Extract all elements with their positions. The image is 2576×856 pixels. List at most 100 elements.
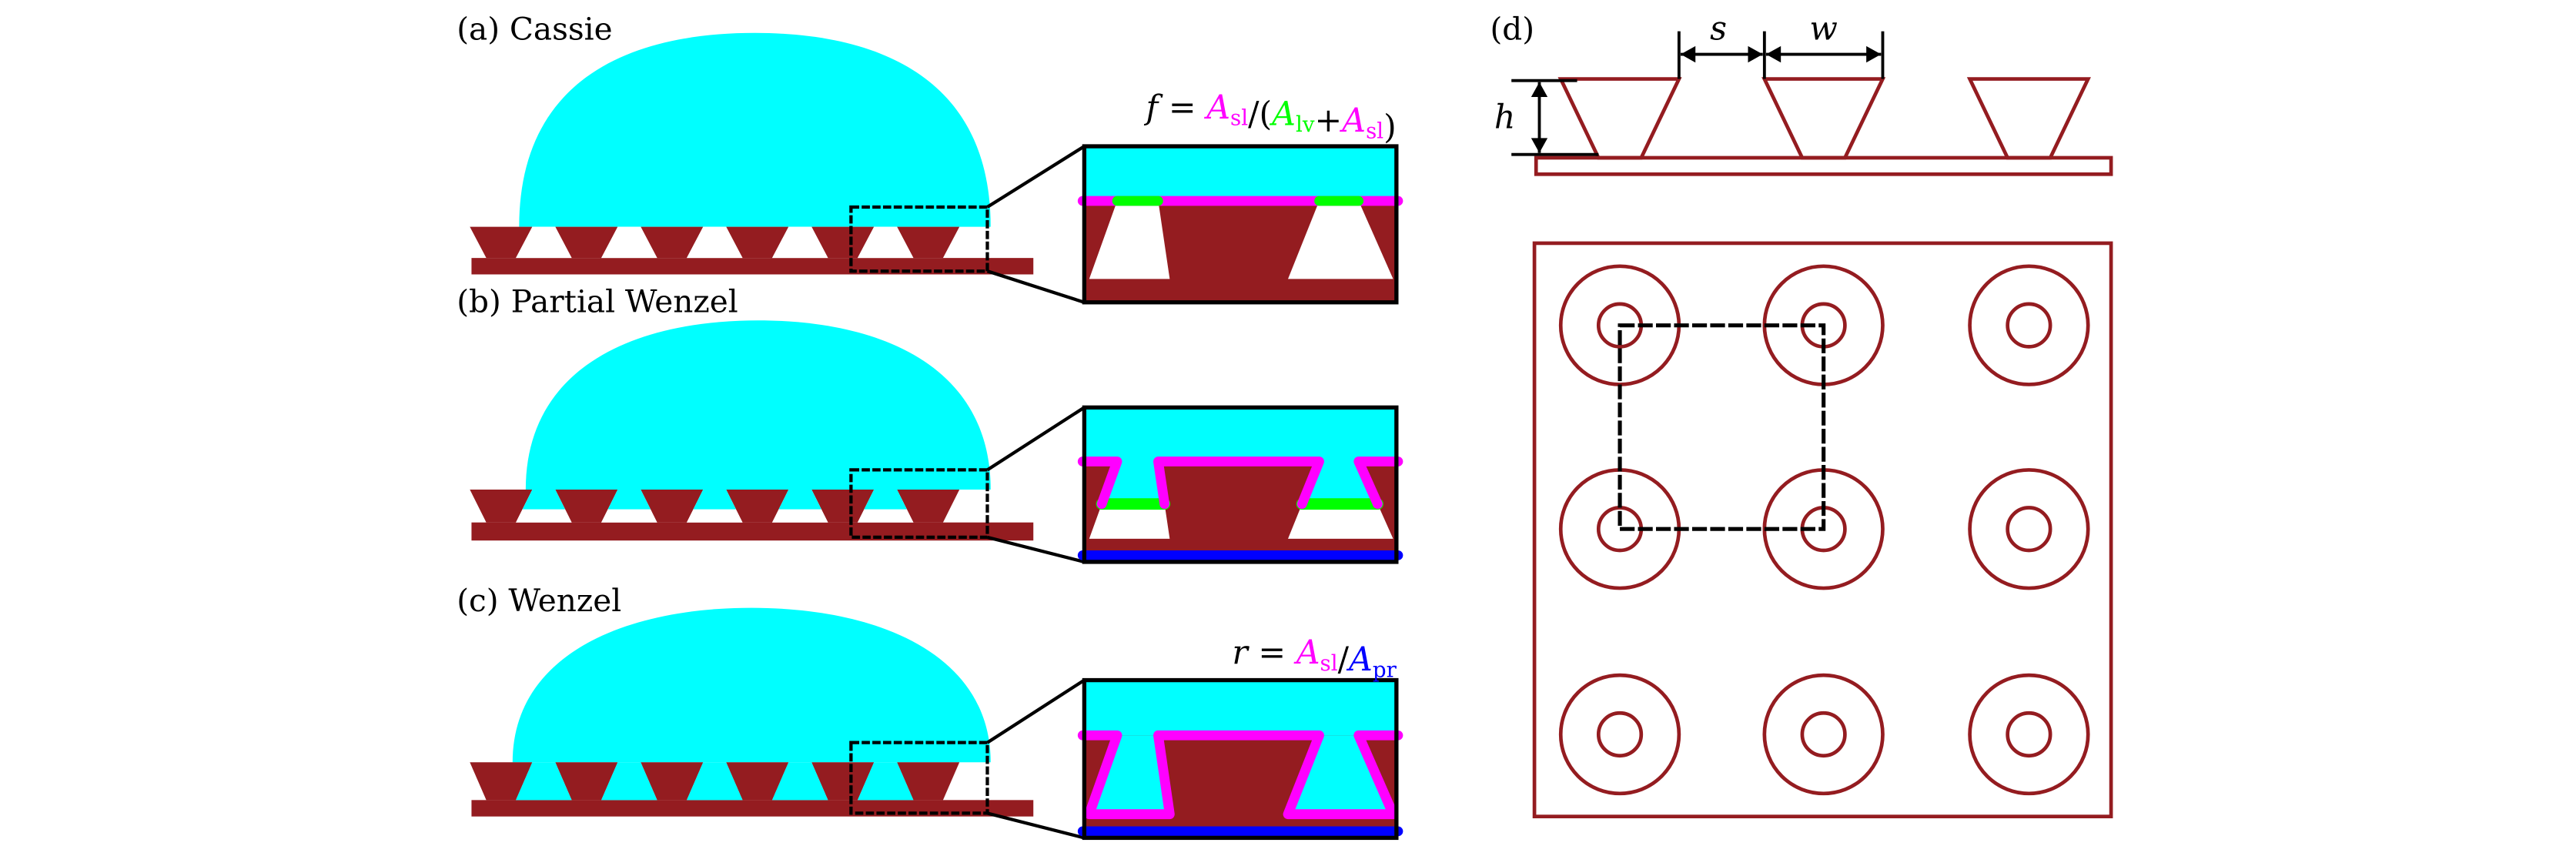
pillar-gap [601, 762, 657, 801]
water-partial-fill [522, 490, 566, 510]
water-droplet [519, 32, 991, 227]
formula-subscript: sl [1230, 105, 1248, 130]
water-droplet [512, 607, 991, 763]
inset-water [1084, 146, 1397, 201]
pillar [641, 762, 704, 801]
pillar [555, 762, 618, 801]
pillar [555, 226, 618, 259]
pillar-gap [771, 762, 828, 801]
inset-gap [1089, 200, 1170, 279]
pillar-top-view [1968, 673, 2090, 796]
zoom-region-box [849, 205, 989, 273]
inset-frame [1082, 405, 1399, 564]
zoom-region-box [849, 468, 989, 540]
pillar-gap [601, 226, 657, 259]
zoom-connector [986, 535, 1085, 563]
formula-operator: + [1315, 102, 1343, 140]
substrate-base [471, 800, 1034, 817]
dimension-h-label: h [1494, 99, 1515, 137]
formula-subscript: pr [1373, 657, 1397, 682]
pillar [897, 226, 960, 259]
formula-operator: ) [1383, 108, 1397, 146]
pillar [726, 490, 789, 523]
panel-label: (a) Cassie [457, 10, 612, 47]
panel-label: (c) Wenzel [457, 582, 621, 619]
water-partial-fill [778, 490, 821, 510]
substrate-side-view [1534, 155, 2113, 176]
pillar [470, 762, 533, 801]
zoom-connector [986, 269, 1086, 304]
inset-gap [1089, 735, 1170, 814]
formula-symbol: A [1293, 634, 1320, 672]
formula-symbol: A [1269, 95, 1296, 133]
inset-magnified-view [1077, 144, 1403, 305]
substrate-top-view [1532, 241, 2113, 819]
pillar [897, 762, 960, 801]
pillar [726, 762, 789, 801]
arrowhead [1748, 45, 1763, 63]
inset-frame [1082, 677, 1399, 841]
formula-subscript: sl [1320, 650, 1338, 676]
pillar-top-view [1968, 264, 2090, 386]
zoom-connector [986, 406, 1086, 472]
formula-subscript: lv [1296, 112, 1315, 137]
pillar-gap [857, 762, 914, 801]
dimension-w-label: w [1809, 9, 1838, 48]
inset-water [1084, 407, 1397, 462]
pillar-side-view [1966, 77, 2091, 160]
pillar-top-outer-circle [1968, 673, 2090, 796]
zoom-region-box [849, 741, 989, 815]
arrowhead [1531, 82, 1548, 98]
pillar-bottom-inner-circle [2006, 302, 2052, 349]
dimension-s-label: s [1710, 9, 1727, 48]
pillar [811, 490, 875, 523]
formula-operator: / [1338, 640, 1350, 679]
pillar [641, 226, 704, 259]
water-droplet [525, 320, 991, 490]
pillar [555, 490, 618, 523]
formula: r = Asl/Apr [1232, 634, 1397, 682]
pillar-bottom-inner-circle [2006, 506, 2052, 553]
pillar [470, 490, 533, 523]
formula-operator: /( [1248, 95, 1272, 133]
pillar-top-outer-circle [1762, 673, 1885, 796]
pillar-gap [516, 226, 572, 259]
pillar-bottom-inner-circle [1596, 711, 1644, 758]
panel-label: (d) [1490, 10, 1534, 47]
zoom-connector [986, 678, 1086, 744]
pillar-gap [771, 226, 828, 259]
pillar-side-view [1761, 77, 1886, 160]
substrate-base [471, 522, 1034, 541]
pillar-bottom-inner-circle [2006, 711, 2052, 758]
arrowhead [1531, 138, 1548, 153]
solid-liquid-interface [1077, 456, 1403, 510]
solid-liquid-interface [1077, 730, 1403, 820]
formula-equals: = [1248, 634, 1296, 672]
formula-symbol: A [1346, 640, 1373, 679]
inset-gap [1288, 200, 1393, 279]
pillar [811, 762, 875, 801]
unit-cell-box [1618, 323, 1826, 531]
pillar-bottom-inner-circle [1800, 711, 1847, 758]
water-partial-fill [607, 490, 651, 510]
arrowhead [1866, 45, 1882, 63]
pillar-gap [516, 762, 572, 801]
formula-lhs: r [1232, 634, 1250, 672]
inset-water [1084, 680, 1397, 736]
inset-magnified-view [1077, 405, 1403, 564]
arrowhead [1765, 45, 1781, 63]
pillar-top-view [1968, 468, 2090, 590]
pillar-gap [686, 226, 743, 259]
inset-frame [1082, 144, 1399, 305]
pillar [897, 490, 960, 523]
formula-symbol: A [1203, 89, 1230, 127]
formula-subscript: sl [1366, 118, 1383, 143]
zoom-connector [986, 811, 1085, 840]
pillar-top-view [1762, 673, 1885, 796]
panel-b: (b) Partial Wenzel [457, 283, 1403, 564]
pillar-gap [686, 762, 743, 801]
panel-d-pillar-geometry: (d) s w h [1490, 9, 2113, 819]
